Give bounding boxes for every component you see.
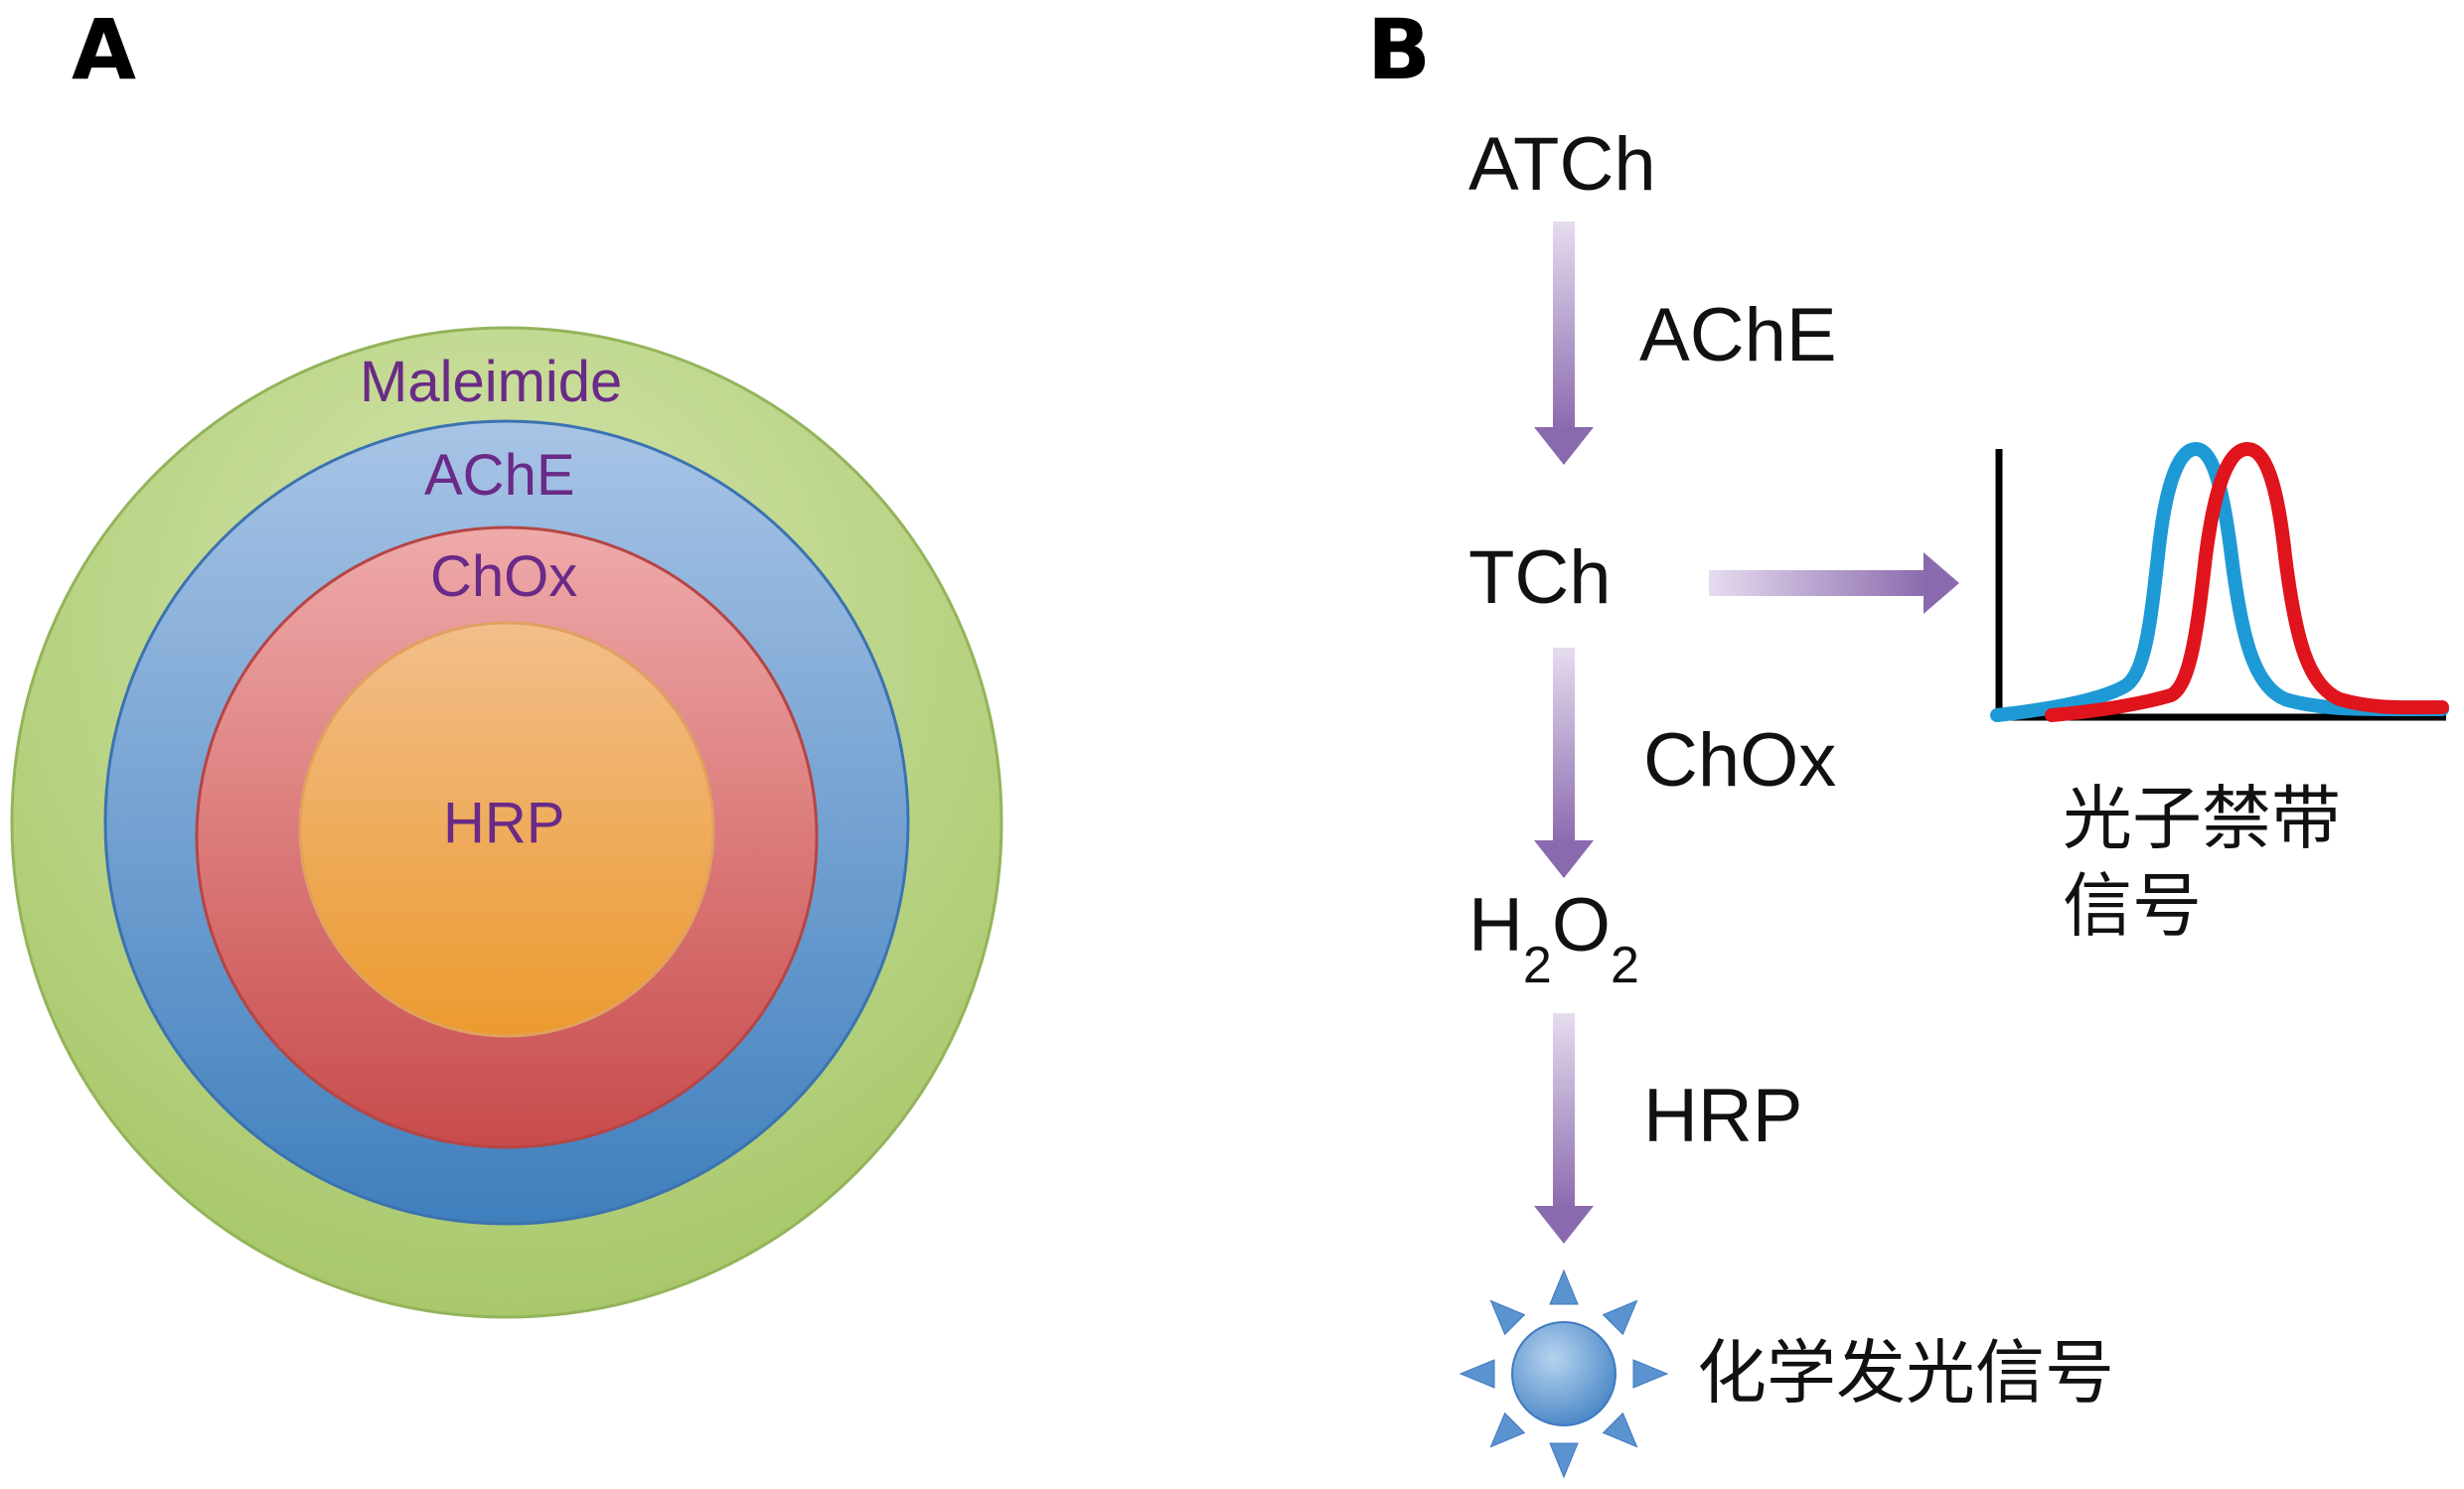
sun-icon — [1459, 1268, 1669, 1479]
photonic-spectrum-plot — [1990, 441, 2449, 722]
panel-a-label: A — [72, 1, 137, 98]
hrp-enzyme-label: HRP — [1643, 1074, 1803, 1158]
red-spectrum-curve — [2045, 441, 2449, 722]
h2o2-h: H — [1468, 883, 1523, 968]
chox-ring-label: ChOx — [430, 544, 578, 609]
ache-ring-label: AChE — [424, 443, 575, 508]
atch-label: ATCh — [1468, 122, 1656, 207]
chemiluminescence-label: 化学发光信号 — [1697, 1332, 2114, 1414]
photonic-signal-label-line2: 信号 — [2063, 865, 2202, 947]
h2o2-o: O — [1551, 883, 1611, 968]
panel-b-label: B — [1367, 1, 1432, 98]
tch-label: TCh — [1468, 535, 1612, 620]
maleimide-label: Maleimide — [360, 350, 623, 414]
h2o2-sub-2b: 2 — [1610, 937, 1639, 994]
ache-enzyme-label: AChE — [1639, 293, 1837, 377]
arrow-h2o2-to-light — [1534, 1013, 1594, 1244]
hrp-core-label: HRP — [443, 791, 565, 855]
h2o2-label: H2O2 — [1468, 888, 1639, 992]
blue-spectrum-curve — [1990, 441, 2449, 722]
arrow-tch-to-spectrum — [1709, 552, 1959, 614]
photonic-signal-label-line1: 光子禁带 — [2063, 778, 2341, 859]
nested-rings — [10, 326, 1003, 1319]
h2o2-sub-2a: 2 — [1522, 937, 1552, 994]
arrow-atch-to-tch — [1534, 222, 1594, 465]
hrp-core — [298, 621, 715, 1038]
arrow-tch-to-h2o2 — [1534, 648, 1594, 878]
chox-enzyme-label: ChOx — [1643, 718, 1837, 803]
